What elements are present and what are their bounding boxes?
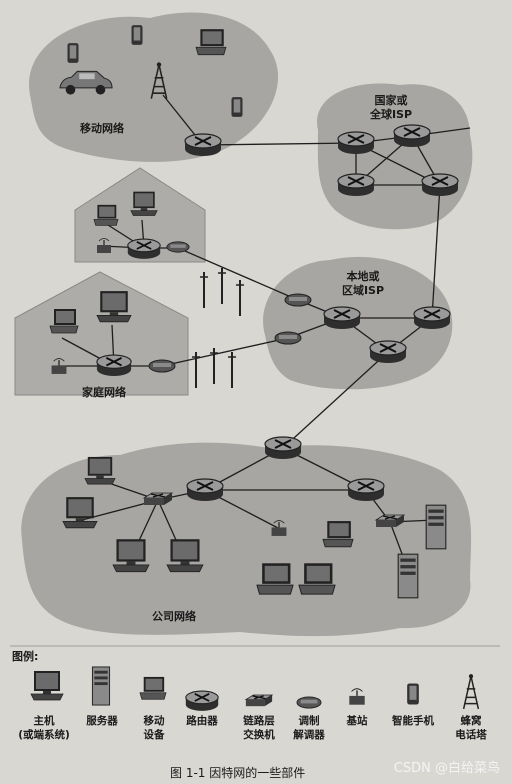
router-icon <box>347 478 385 502</box>
router-icon <box>186 478 224 502</box>
mobile-network-label: 移动网络 <box>80 122 124 135</box>
national-isp-label-line2: 全球ISP <box>369 108 413 121</box>
utility-pole <box>218 268 226 304</box>
router-icon <box>264 436 302 460</box>
legend-smartphone-icon <box>407 683 419 705</box>
legend-cell-tower-icon <box>462 673 480 710</box>
legend-item-base-station: 基站 <box>346 715 368 727</box>
watermark: CSDN @白给菜鸟 <box>393 761 500 776</box>
laptop-icon <box>298 562 336 595</box>
host-icon <box>130 191 158 216</box>
router-icon <box>393 124 431 148</box>
legend-item-server: 服务器 <box>86 715 118 727</box>
host-icon <box>112 538 150 573</box>
legend-item-modem: 调制解调器 <box>293 715 325 741</box>
smartphone-icon <box>231 97 243 117</box>
base-station-icon <box>270 520 288 537</box>
home-network-label: 家庭网络 <box>82 386 126 399</box>
legend-item-cell-tower: 蜂窝电话塔 <box>455 715 487 741</box>
modem-icon <box>148 359 176 373</box>
modem-icon <box>274 331 302 345</box>
router-icon <box>95 354 133 377</box>
national-isp-label-line1: 国家或 <box>374 94 408 107</box>
utility-pole <box>236 280 244 316</box>
router-icon <box>369 340 407 364</box>
host-icon <box>166 538 204 573</box>
legend-item-link-layer-switch: 链路层交换机 <box>243 715 275 741</box>
legend-item-smartphone: 智能手机 <box>392 715 434 727</box>
local-isp-label-line2: 区域ISP <box>341 284 385 297</box>
router-icon <box>184 133 222 157</box>
router-icon <box>413 306 451 330</box>
utility-pole <box>192 352 200 388</box>
legend-item-router: 路由器 <box>186 715 218 727</box>
legend-host-icon <box>30 670 64 701</box>
legend-item-mobile-device: 移动设备 <box>143 715 165 741</box>
laptop-icon <box>256 562 294 595</box>
smartphone-icon <box>131 25 143 45</box>
legend-item-host: 主机(或端系统) <box>18 715 70 741</box>
legend-base-station-icon <box>348 688 366 706</box>
local-isp-label-line1: 本地或 <box>346 270 380 283</box>
base-station-icon <box>96 238 112 254</box>
smartphone-icon <box>67 43 79 63</box>
legend-title: 图例: <box>12 650 39 663</box>
laptop-icon <box>195 28 227 56</box>
router-icon <box>337 131 375 155</box>
legend-server-icon <box>91 666 111 706</box>
host-icon <box>84 456 116 485</box>
utility-pole <box>210 348 218 384</box>
figure-caption: 图 1-1 因特网的一些部件 <box>170 766 306 780</box>
laptop-icon <box>322 520 354 548</box>
base-station-icon <box>50 358 68 375</box>
utility-pole <box>228 352 236 388</box>
corporate-network-label: 公司网络 <box>152 610 196 623</box>
router-icon <box>126 238 162 260</box>
laptop-icon <box>93 204 119 226</box>
modem-icon <box>284 293 312 307</box>
home-network-house <box>14 271 189 396</box>
router-icon <box>337 173 375 197</box>
router-icon <box>421 173 459 197</box>
server-icon <box>397 553 419 599</box>
legend-modem-icon <box>296 696 322 709</box>
host-icon <box>62 496 98 529</box>
legend-router-icon <box>184 690 220 712</box>
legend-mobile-device-icon <box>139 676 167 700</box>
legend-link-layer-switch-icon <box>245 694 273 707</box>
laptop-icon <box>49 308 79 334</box>
server-icon <box>425 504 447 550</box>
modem-icon <box>166 241 190 253</box>
host-icon <box>96 290 132 323</box>
router-icon <box>323 306 361 330</box>
utility-pole <box>200 272 208 308</box>
